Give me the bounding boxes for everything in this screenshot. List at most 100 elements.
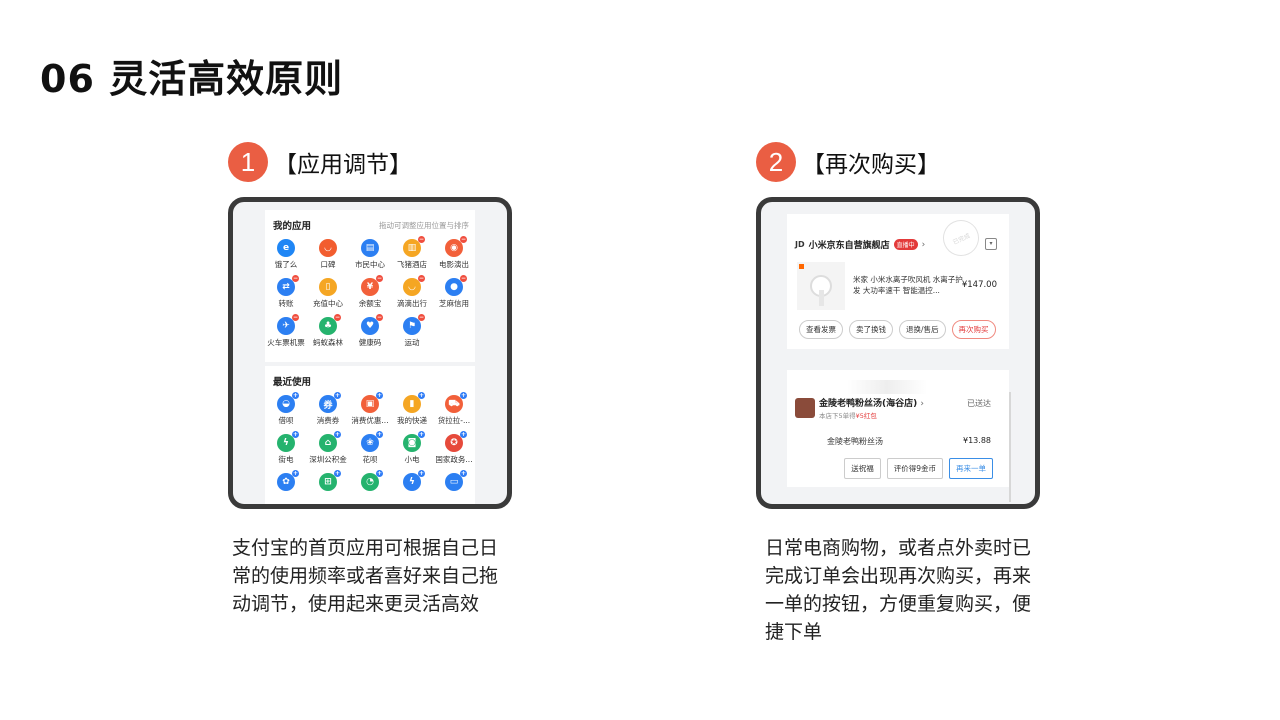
app-tile[interactable]: ❀+花呗 — [349, 431, 391, 465]
send-wishes-button[interactable]: 送祝福 — [844, 458, 881, 479]
add-badge-icon[interactable]: + — [460, 392, 467, 399]
coupon-icon: 券+ — [319, 392, 341, 413]
add-badge-icon[interactable]: + — [418, 470, 425, 477]
remove-badge-icon[interactable]: − — [418, 314, 425, 321]
app-label: 蚂蚁森林 — [313, 338, 343, 347]
app-tile[interactable]: ✪+国家政务... — [433, 431, 475, 465]
app-tile[interactable]: ⛟+货拉拉-... — [433, 392, 475, 426]
app-tile[interactable]: ⚑−运动 — [391, 314, 433, 348]
shop-name[interactable]: 金陵老鸭粉丝汤(海谷店) › — [819, 396, 924, 409]
transfer-icon: ⇄− — [277, 275, 299, 296]
movie-icon: ◉− — [445, 236, 467, 257]
shop-thumbnail[interactable] — [795, 398, 815, 418]
add-badge-icon[interactable]: + — [460, 431, 467, 438]
return-button[interactable]: 退换/售后 — [899, 320, 946, 339]
app-tile[interactable]: ⊞+ — [307, 470, 349, 493]
app-tile[interactable]: ▤市民中心 — [349, 236, 391, 270]
remove-badge-icon[interactable]: − — [292, 314, 299, 321]
app-tile[interactable]: ✿+ — [265, 470, 307, 493]
remove-badge-icon[interactable]: − — [334, 314, 341, 321]
trash-icon[interactable]: ▾ — [985, 238, 997, 250]
app-label: 消费优惠... — [351, 416, 389, 425]
remove-badge-icon[interactable]: − — [418, 275, 425, 282]
jd-logo: JD — [795, 240, 805, 249]
app-tile[interactable]: ●−芝麻信用 — [433, 275, 475, 309]
add-badge-icon[interactable]: + — [292, 431, 299, 438]
product-image[interactable] — [797, 262, 845, 310]
app-tile[interactable]: ♥−健康码 — [349, 314, 391, 348]
reorder-button[interactable]: 再来一单 — [949, 458, 993, 479]
app-tile[interactable]: ◡−滴滴出行 — [391, 275, 433, 309]
remove-badge-icon[interactable]: − — [460, 236, 467, 243]
my-apps-title: 我的应用 — [273, 221, 312, 232]
takeout-order-card: 金陵老鸭粉丝汤(海谷店) › 本店下5单得¥5红包 已送达 金陵老鸭粉丝汤 ¥1… — [787, 370, 1009, 487]
app-tile[interactable]: ✈−火车票机票 — [265, 314, 307, 348]
app-tile[interactable]: 券+消费券 — [307, 392, 349, 426]
yuebao-icon: ¥− — [361, 275, 383, 296]
product-price: ¥147.00 — [961, 280, 997, 290]
shop-promo: 本店下5单得¥5红包 — [819, 410, 877, 420]
app-tile[interactable]: ▮+我的快递 — [391, 392, 433, 426]
store-header[interactable]: JD 小米京东自营旗舰店 直播中 › — [795, 238, 925, 251]
buy-again-button[interactable]: 再次购买 — [951, 320, 996, 339]
app-tile[interactable]: ϟ+ — [391, 470, 433, 493]
app-tile[interactable]: ⌂+深圳公积金 — [307, 431, 349, 465]
add-badge-icon[interactable]: + — [292, 392, 299, 399]
recent-apps-card: 最近使用 ◒+借呗券+消费券 ▣+ 消费优惠...▮+我的快递⛟+货拉拉-... ϟ+… — [265, 366, 475, 504]
add-badge-icon[interactable]: + — [376, 392, 383, 399]
app-tile[interactable]: ◔+ — [349, 470, 391, 493]
shop-name-text: 金陵老鸭粉丝汤(海谷店) — [819, 399, 918, 409]
add-badge-icon[interactable]: + — [334, 392, 341, 399]
mi-logo-icon — [799, 264, 804, 269]
add-badge-icon[interactable]: + — [418, 431, 425, 438]
remove-badge-icon[interactable]: − — [460, 275, 467, 282]
add-badge-icon[interactable]: + — [292, 470, 299, 477]
add-badge-icon[interactable]: + — [334, 470, 341, 477]
sell-button[interactable]: 卖了换钱 — [849, 320, 893, 339]
drag-hint: 拖动可调整应用位置与排序 — [379, 220, 469, 230]
add-badge-icon[interactable]: + — [460, 470, 467, 477]
section-1-description: 支付宝的首页应用可根据自己日常的使用频率或者喜好来自己拖动调节，使用起来更灵活高… — [232, 537, 499, 615]
page-title: 06 灵活高效原则 — [40, 57, 344, 101]
app-tile[interactable]: ◉− 电影演出 — [433, 236, 475, 270]
app-tile[interactable]: ▣+ 消费优惠... — [349, 392, 391, 426]
app-tile[interactable]: ♣− 蚂蚁森林 — [307, 314, 349, 348]
add-badge-icon[interactable]: + — [376, 431, 383, 438]
app-tile[interactable]: ◙+小电 — [391, 431, 433, 465]
remove-badge-icon[interactable]: − — [292, 275, 299, 282]
app-icon-2: ⊞+ — [319, 470, 341, 491]
remove-badge-icon[interactable]: − — [376, 314, 383, 321]
add-badge-icon[interactable]: + — [376, 470, 383, 477]
ant-forest-icon: ♣− — [319, 314, 341, 335]
scrollbar[interactable] — [1009, 392, 1011, 502]
app-tile[interactable]: ◡口碑 — [307, 236, 349, 270]
delivered-status: 已送达 — [967, 399, 991, 408]
app-label: 芝麻信用 — [439, 299, 469, 308]
app-tile[interactable]: ϟ+街电 — [265, 431, 307, 465]
jd-order-card: 已完成 JD 小米京东自营旗舰店 直播中 › ▾ 米家 小米水离子吹风机 水离子… — [787, 214, 1009, 349]
remove-badge-icon[interactable]: − — [376, 275, 383, 282]
jiedian-icon: ϟ+ — [277, 431, 299, 452]
section-2-head: 2 【再次购买】 — [756, 142, 940, 182]
remove-badge-icon[interactable]: − — [418, 236, 425, 243]
sport-icon: ⚑− — [403, 314, 425, 335]
app-tile[interactable]: ▯充值中心 — [307, 275, 349, 309]
add-badge-icon[interactable]: + — [418, 392, 425, 399]
product-title[interactable]: 米家 小米水离子吹风机 水离子护发 大功率速干 智能温控... — [853, 275, 963, 295]
review-button[interactable]: 评价得9金币 — [886, 458, 943, 479]
app-tile[interactable]: ◒+借呗 — [265, 392, 307, 426]
view-invoice-button[interactable]: 查看发票 — [799, 320, 843, 339]
app-tile[interactable]: ⇄−转账 — [265, 275, 307, 309]
housing-fund-icon: ⌂+ — [319, 431, 341, 452]
app-tile[interactable]: ▥−飞猪酒店 — [391, 236, 433, 270]
app-label: 饿了么 — [274, 260, 298, 269]
discount-icon: ▣+ — [361, 392, 383, 413]
app-label: 电影演出 — [439, 260, 469, 269]
app-tile[interactable]: ¥−余额宝 — [349, 275, 391, 309]
app-tile[interactable]: ▭+ — [433, 470, 475, 493]
add-badge-icon[interactable]: + — [334, 431, 341, 438]
recent-apps-title: 最近使用 — [273, 377, 312, 388]
